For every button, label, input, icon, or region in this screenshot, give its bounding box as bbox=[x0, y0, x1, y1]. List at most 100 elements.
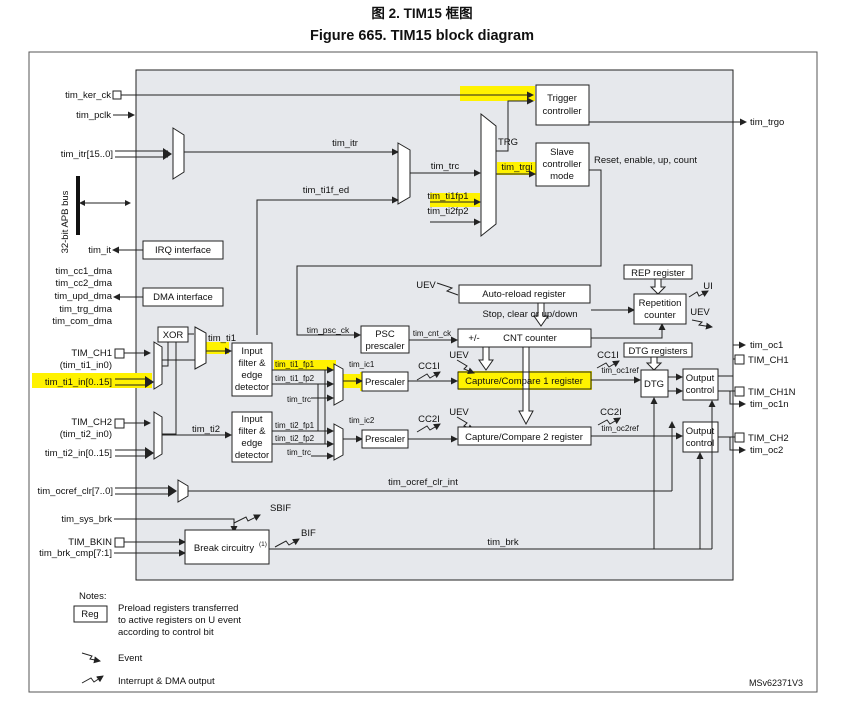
input-filter-2-line3: edge bbox=[241, 438, 262, 449]
ch2-fp2-signal: tim_ti2_fp2 bbox=[275, 434, 315, 443]
prescaler-1-label: Prescaler bbox=[365, 377, 405, 388]
tim-ic1-signal: tim_ic1 bbox=[349, 360, 375, 369]
tim-oc1n-label: tim_oc1n bbox=[750, 399, 789, 410]
uev-label-rep: UEV bbox=[690, 307, 710, 318]
cc2i-out-label: CC2I bbox=[600, 407, 622, 418]
input-filter-1-line1: Input bbox=[241, 346, 262, 357]
tim-ch2-out-pin bbox=[734, 432, 745, 443]
ch2-input-mux bbox=[153, 411, 163, 460]
tim-ch1-out-pin bbox=[734, 354, 745, 365]
tim-ch1-in-label: TIM_CH1 bbox=[71, 348, 112, 359]
tim-ocref-clr-label: tim_ocref_clr[7..0] bbox=[38, 486, 114, 497]
psc-prescaler-line1: PSC bbox=[375, 329, 395, 340]
tim-ch2-in-label: TIM_CH2 bbox=[71, 417, 112, 428]
title-zh: 图 2. TIM15 框图 bbox=[371, 5, 472, 21]
trc-mux bbox=[397, 142, 411, 205]
tim-pclk-label: tim_pclk bbox=[76, 110, 111, 121]
prescaler-2-label: Prescaler bbox=[365, 434, 405, 445]
cnt-counter-label: CNT counter bbox=[503, 333, 557, 344]
uev-label-cc1: UEV bbox=[449, 350, 469, 361]
capture-compare-1-label: Capture/Compare 1 register bbox=[465, 376, 583, 387]
dma-interface-label: DMA interface bbox=[153, 292, 213, 303]
break-circuitry-note: (1) bbox=[259, 541, 267, 548]
notes-heading: Notes: bbox=[79, 591, 106, 602]
output-control-2-line2: control bbox=[686, 438, 715, 449]
highlight-tim-ti1fp1 bbox=[430, 193, 480, 207]
repetition-counter-line2: counter bbox=[644, 310, 676, 321]
tim-ti2-in-label: tim_ti2_in[0..15] bbox=[45, 448, 112, 459]
tim-ch2-out-label: TIM_CH2 bbox=[748, 433, 789, 444]
tim-ocref-clr-int-label: tim_ocref_clr_int bbox=[388, 477, 458, 488]
trigger-select-mux bbox=[480, 112, 497, 238]
irq-interface-label: IRQ interface bbox=[155, 245, 211, 256]
output-control-1-line2: control bbox=[686, 385, 715, 396]
ch1-fp1-signal: tim_ti1_fp1 bbox=[275, 360, 315, 369]
notes-event-label: Event bbox=[118, 653, 143, 664]
output-control-1-block bbox=[682, 368, 719, 401]
tim-trgo-label: tim_trgo bbox=[750, 117, 784, 128]
trigger-controller-block bbox=[535, 84, 590, 126]
ch2-trc-signal: tim_trc bbox=[287, 448, 311, 457]
tim-ti2fp2-signal: tim_ti2fp2 bbox=[427, 206, 468, 217]
dtg-registers-block bbox=[623, 342, 693, 358]
notes-reg-box bbox=[73, 605, 108, 623]
notes-interrupt-label: Interrupt & DMA output bbox=[118, 676, 215, 687]
sbif-label: SBIF bbox=[270, 503, 291, 514]
tim-cc2-dma-label: tim_cc2_dma bbox=[56, 278, 113, 289]
input-filter-1-line3: edge bbox=[241, 370, 262, 381]
dtg-registers-label: DTG registers bbox=[628, 346, 687, 357]
cnt-counter-sign: +/- bbox=[468, 333, 479, 344]
tim-oc2-label: tim_oc2 bbox=[750, 445, 783, 456]
tim-ch1-in-pin bbox=[114, 348, 125, 359]
ref-code: MSv62371V3 bbox=[749, 678, 803, 688]
input-filter-2-line4: detector bbox=[235, 450, 269, 461]
autoreload-block bbox=[458, 284, 591, 304]
tim-ti1-signal: tim_ti1 bbox=[208, 333, 236, 344]
input-filter-2-line2: filter & bbox=[239, 426, 267, 437]
tim-ti2-signal: tim_ti2 bbox=[192, 424, 220, 435]
apb-bus-label: 32-bit APB bus bbox=[60, 190, 71, 253]
tim-oc1-label: tim_oc1 bbox=[750, 340, 783, 351]
timer-panel bbox=[135, 69, 734, 581]
break-circuitry-block bbox=[184, 529, 270, 565]
figure-title: Figure 665. TIM15 block diagram bbox=[310, 28, 534, 44]
tim-bkin-pin bbox=[114, 537, 125, 548]
highlight-tim-ker-ck bbox=[460, 86, 535, 101]
notes-reg-text-1: Preload registers transferred bbox=[118, 603, 238, 614]
ch2-fp1-signal: tim_ti2_fp1 bbox=[275, 421, 315, 430]
tim-itr-signal: tim_itr bbox=[332, 138, 358, 149]
xor-label: XOR bbox=[163, 330, 184, 341]
input-filter-1-line4: detector bbox=[235, 382, 269, 393]
tim-ti1-in-label: tim_ti1_in[0..15] bbox=[45, 377, 112, 388]
tim-com-dma-label: tim_com_dma bbox=[52, 316, 112, 327]
slave-controller-line1: Slave bbox=[550, 147, 574, 158]
input-filter-1-line2: filter & bbox=[239, 358, 267, 369]
irq-interface-block bbox=[142, 240, 224, 260]
break-circuitry-label: Break circuitry bbox=[194, 543, 254, 554]
uev-label-autoreload: UEV bbox=[416, 280, 436, 291]
tim-upd-dma-label: tim_upd_dma bbox=[54, 291, 112, 302]
output-control-2-line1: Output bbox=[686, 426, 715, 437]
cc1i-label: CC1I bbox=[418, 361, 440, 372]
psc-prescaler-line2: prescaler bbox=[365, 341, 404, 352]
tim-psc-ck-signal: tim_psc_ck bbox=[307, 325, 350, 335]
tim-ti1fp1-signal: tim_ti1fp1 bbox=[427, 191, 468, 202]
tim-ker-ck-pin bbox=[112, 90, 122, 100]
ch1-input-mux bbox=[153, 341, 163, 390]
tim-it-label: tim_it bbox=[88, 245, 111, 256]
repetition-counter-block bbox=[633, 293, 687, 325]
input-filter-2-block bbox=[231, 411, 273, 463]
stop-clear-label: Stop, clear or up/down bbox=[482, 309, 577, 320]
trigger-controller-line2: controller bbox=[542, 106, 581, 117]
tim-ic2-signal: tim_ic2 bbox=[349, 416, 375, 425]
highlight-tim-ti1-in bbox=[32, 373, 152, 388]
output-control-1-line1: Output bbox=[686, 373, 715, 384]
tim-ch1n-out-pin bbox=[734, 386, 745, 397]
tim-ti1f-ed-signal: tim_ti1f_ed bbox=[303, 185, 349, 196]
slave-controller-block bbox=[535, 142, 590, 187]
tim-ch1-in-sub: (tim_ti1_in0) bbox=[60, 360, 112, 371]
input-filter-2-line1: Input bbox=[241, 414, 262, 425]
ch1-trc-signal: tim_trc bbox=[287, 395, 311, 404]
tim-ker-ck-label: tim_ker_ck bbox=[65, 90, 111, 101]
